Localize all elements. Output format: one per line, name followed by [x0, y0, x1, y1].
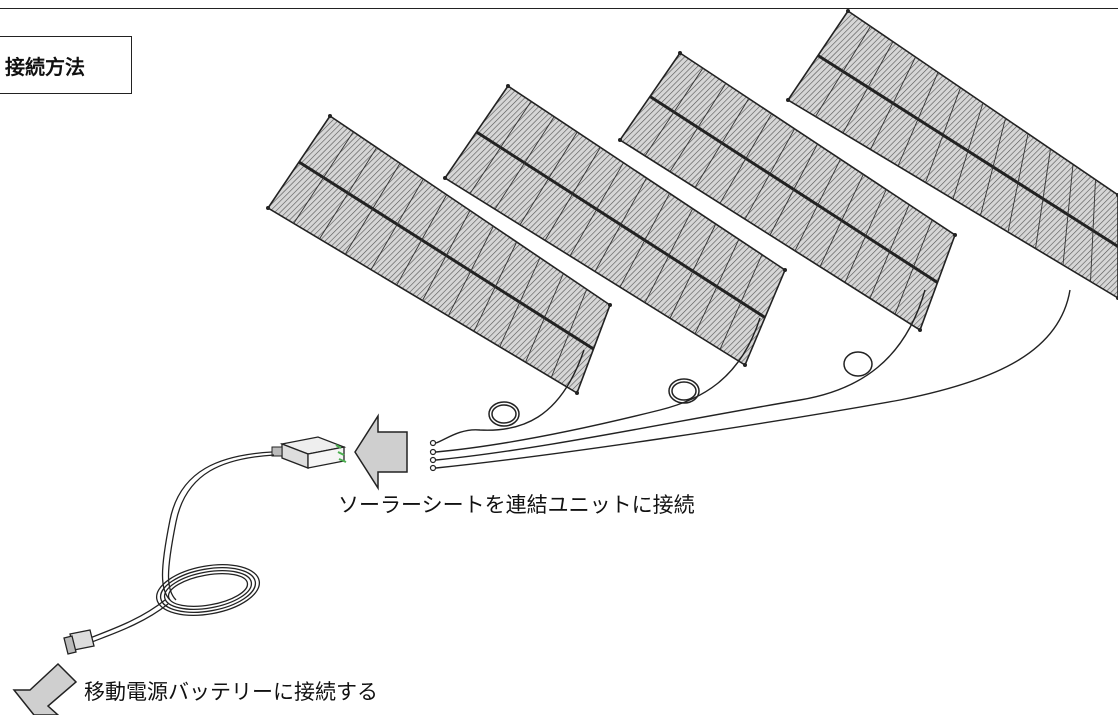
panel-cell-line: [469, 101, 532, 194]
panel-cell-line: [694, 98, 750, 188]
coil-1: [488, 401, 520, 427]
panel-cell-line: [473, 241, 518, 332]
connector-4: [429, 464, 437, 472]
panel-cell-line: [669, 223, 717, 319]
panel-cell-line: [1035, 148, 1051, 249]
panel-cell-line: [1007, 133, 1029, 233]
panel-cell-line: [519, 131, 578, 225]
panel-grommet: [266, 206, 270, 210]
panel-grommet: [918, 328, 922, 332]
panel-cell-line: [569, 162, 624, 257]
panel-cell-line: [669, 83, 727, 172]
panel-cell-line: [619, 193, 670, 288]
panel-cell-line: [422, 210, 471, 301]
panel-cell-line: [719, 254, 763, 350]
panel-cell-line: [644, 67, 704, 157]
panel-grommet: [443, 176, 447, 180]
battery-plug: [63, 629, 95, 655]
panel-grommet: [678, 51, 682, 55]
section-title: 接続方法: [0, 36, 132, 94]
panel-cell-line: [925, 87, 961, 183]
panel-cell-line: [744, 128, 795, 220]
panel-cell-line: [293, 131, 354, 224]
panel-cell-line: [594, 177, 647, 272]
panel-cell-line: [544, 147, 601, 241]
panel-cell-line: [819, 174, 864, 267]
panel-cell-line: [447, 226, 494, 317]
down-left-arrow-icon: [12, 662, 78, 715]
panel-grommet: [618, 138, 622, 142]
panel-cell-line: [694, 239, 740, 335]
panel-grommet: [743, 363, 747, 367]
panel-cell-line: [815, 26, 871, 117]
panel-grommet: [846, 9, 850, 13]
panel-cell-line: [869, 204, 910, 299]
top-rule: [0, 8, 1118, 9]
panel-cell-line: [644, 208, 694, 303]
panel-cell-line: [494, 116, 555, 210]
panel-cell-line: [396, 194, 448, 286]
panel-cell-line: [344, 163, 401, 255]
panel-cell-line: [794, 158, 841, 252]
coil-3: [843, 351, 873, 377]
panel-cell-line: [719, 113, 773, 204]
section-title-text: 接続方法: [5, 54, 85, 79]
panel-grommet: [786, 98, 790, 102]
caption-connect-battery: 移動電源バッテリーに接続する: [84, 680, 378, 704]
panel-cell-line: [1090, 179, 1096, 282]
panel-cell-line: [370, 178, 424, 270]
panel-cell-line: [550, 289, 588, 378]
panel-cell-line: [897, 72, 939, 167]
panel-cell-line: [769, 143, 818, 236]
connector-3: [429, 456, 437, 464]
battery-cable: [89, 451, 275, 643]
panel-grommet: [328, 114, 332, 118]
panel-cell-line: [1062, 164, 1074, 266]
left-arrow-icon: [354, 413, 408, 491]
panel-cell-line: [952, 102, 984, 200]
caption-connect-unit: ソーラーシートを連結ユニットに接続: [338, 493, 695, 517]
connector-1: [429, 439, 437, 447]
panel-grommet: [608, 303, 612, 307]
panel-grommet: [783, 268, 787, 272]
panel-cell-line: [870, 56, 916, 150]
cable-connectors: [429, 439, 437, 472]
connection-unit: [271, 436, 347, 469]
panel-cell-line: [842, 41, 894, 134]
panel-cell-line: [499, 257, 541, 347]
connector-2: [429, 448, 437, 456]
panel-cell-line: [525, 273, 564, 363]
panel-grommet: [953, 233, 957, 237]
panel-grommet: [506, 84, 510, 88]
panel-cell-line: [844, 189, 887, 283]
panel-cell-line: [319, 147, 378, 240]
panel-cell-line: [894, 219, 933, 315]
panel-cables: [435, 289, 1071, 469]
solar-panels: [266, 9, 1118, 395]
unit-green-ports: [335, 444, 347, 463]
panel-grommet: [575, 391, 579, 395]
panel-cell-line: [980, 118, 1006, 216]
